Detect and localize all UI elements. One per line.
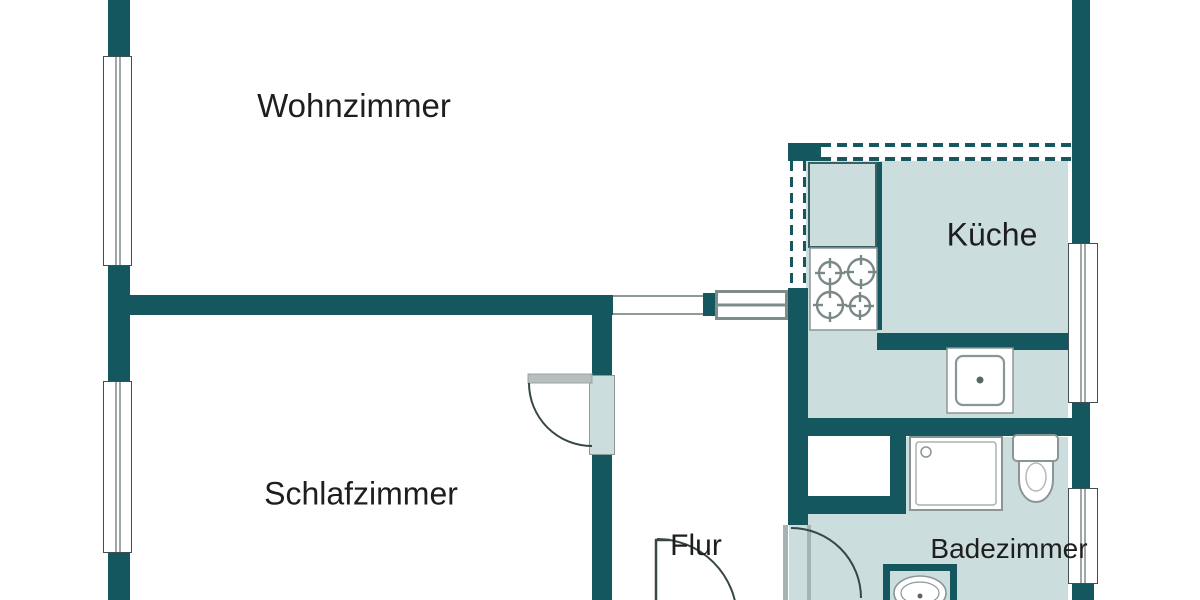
wall-left-top [108,0,130,58]
kitchen-upper-cabinet [808,162,877,248]
wall-kitchen-left [788,288,808,525]
room-label-wohnzimmer: Wohnzimmer [257,87,451,124]
kitchen-sink-icon [946,347,1014,414]
wall-right-top [1072,0,1090,243]
door-jamb-right [807,525,811,600]
burner [844,255,878,289]
kitchen-cabinet-edge [875,162,882,330]
door-swing-arc [528,382,593,447]
wall-shaft-right [890,418,906,514]
window-right-upper [1068,243,1098,403]
door-leaf [527,373,593,384]
toilet-icon [1012,434,1059,503]
bathroom-door [783,525,862,600]
wall-shaft-bottom [807,496,890,514]
bathroom-door-gap [789,525,807,600]
kitchen-lower-cabinet [808,330,877,418]
wall-right-bottom [1072,583,1094,600]
window-glass [1080,243,1086,403]
kitchen-dashed-boundary-top-inner [821,157,1072,161]
window-left-lower [103,381,132,553]
window-right-lower [1068,488,1098,584]
kitchen-dashed-boundary-left-inner [803,161,806,288]
room-label-kueche: Küche [946,216,1038,253]
burner [813,288,847,322]
room-label-badezimmer: Badezimmer [930,533,1088,564]
wall-mid-stub [703,293,715,316]
wall-left-middle [108,265,130,383]
door-jamb-left [783,525,788,600]
kitchen-dashed-boundary-top-outer [821,143,1072,147]
door-swing-arc [656,538,736,600]
wall-left-bottom [108,552,130,600]
hatch-glass-line [718,303,785,307]
room-label-flur: Flur [670,529,722,562]
kitchen-counter-divider [877,333,1068,350]
door-swing-arc [790,527,862,599]
window-glass [115,56,120,266]
passage-opening [613,295,703,315]
window-glass [1080,488,1086,584]
burner [815,258,845,288]
entrance-door [654,538,736,600]
window-left-upper [103,56,132,266]
schlafzimmer-door-gap [589,375,615,455]
shower-icon [909,436,1003,511]
room-label-schlafzimmer: Schlafzimmer [264,475,458,512]
window-glass [115,381,120,553]
wall-schlaf-flur-top [592,315,612,375]
kitchen-dashed-boundary-left-outer [790,161,793,288]
interior-window-hatch [715,290,788,320]
schlafzimmer-door [527,373,593,447]
wall-right-middle [1072,403,1090,488]
shower-drain [920,446,932,458]
washbasin-icon [883,564,957,600]
wall-kitchen-bath [788,418,1090,436]
shaft-interior [808,437,890,496]
wall-wohn-schlaf [129,295,613,315]
stove-icon [809,247,878,331]
stove-top [809,247,878,331]
wall-schlaf-flur-bottom [592,455,612,600]
burner [846,292,874,320]
wall-kitchen-corner-block [788,143,821,161]
